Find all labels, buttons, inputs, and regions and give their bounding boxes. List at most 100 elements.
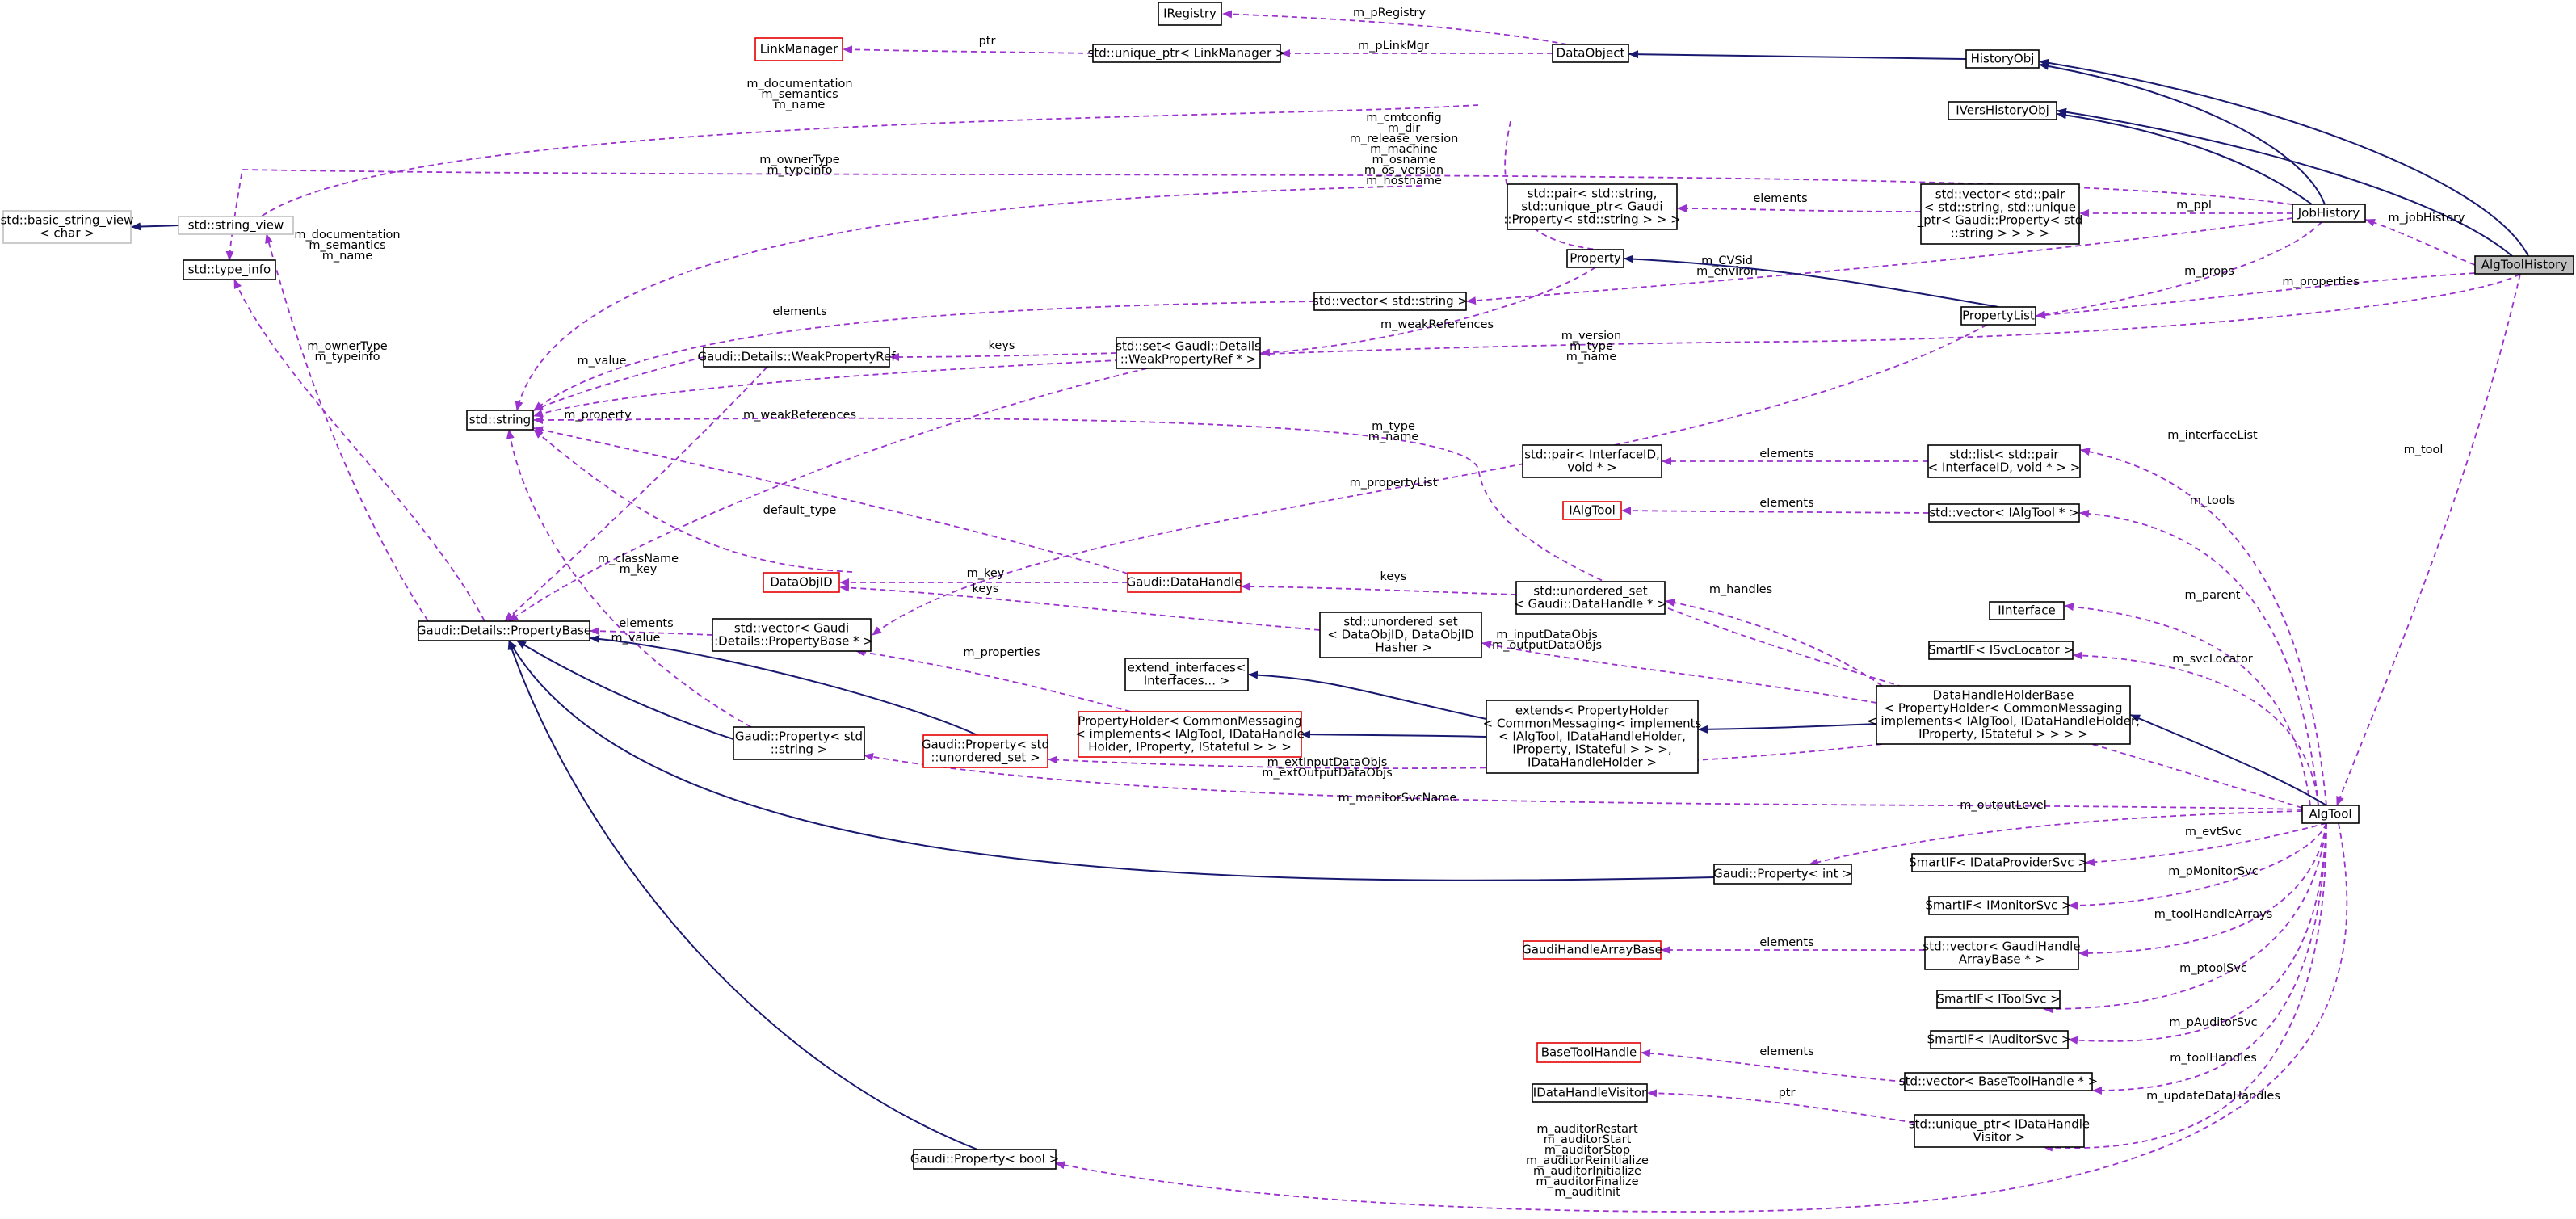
node-label: std::string bbox=[469, 413, 531, 427]
edge-label-13: m_ppl bbox=[2176, 199, 2212, 212]
node-box bbox=[2474, 255, 2574, 275]
class-node-dataobjid[interactable]: DataObjID bbox=[763, 572, 840, 593]
inheritance-edge-51 bbox=[590, 634, 978, 736]
class-node-propstringt[interactable]: Gaudi::Property< std::string > bbox=[733, 726, 865, 760]
class-node-basetoolhandle[interactable]: BaseToolHandle bbox=[1536, 1042, 1641, 1063]
edge-label-14: m_jobHistory bbox=[2388, 212, 2465, 225]
class-node-vecialgtool[interactable]: std::vector< IAlgTool * > bbox=[1928, 503, 2080, 523]
inheritance-edge-47 bbox=[1248, 670, 1487, 720]
class-node-extendinterfaces[interactable]: extend_interfaces<Interfaces... > bbox=[1124, 658, 1249, 691]
node-box bbox=[754, 37, 843, 61]
node-label: SmartIF< IAuditorSvc > bbox=[1927, 1032, 2072, 1047]
class-node-ialgtool[interactable]: IAlgTool bbox=[1562, 501, 1622, 520]
class-node-gaudidatahandle[interactable]: Gaudi::DataHandle bbox=[1127, 572, 1242, 593]
class-node-idatahandlevisitor[interactable]: IDataHandleVisitor bbox=[1532, 1083, 1648, 1103]
node-box bbox=[1532, 1083, 1648, 1103]
class-node-vecpropbase[interactable]: std::vector< Gaudi::Details::PropertyBas… bbox=[710, 618, 873, 652]
class-node-algtoolhistory[interactable]: AlgToolHistory bbox=[2474, 255, 2574, 275]
edge-label-37: m_key bbox=[967, 567, 1005, 580]
node-box bbox=[1928, 641, 2074, 660]
edge-label-63: elements bbox=[1759, 1045, 1813, 1058]
node-label: Property bbox=[1570, 251, 1621, 266]
node-label: PropertyList bbox=[1962, 309, 2035, 323]
class-node-setweak[interactable]: std::set< Gaudi::Details::WeakPropertyRe… bbox=[1116, 337, 1261, 369]
class-node-vecpair[interactable]: std::vector< std::pair< std::string, std… bbox=[1917, 183, 2083, 245]
class-node-pairinterfaceid[interactable]: std::pair< InterfaceID,void * > bbox=[1522, 444, 1662, 478]
node-label: SmartIF< IMonitorSvc > bbox=[1925, 898, 2071, 913]
node-label: std::unordered_set< Gaudi::DataHandle * … bbox=[1514, 584, 1667, 612]
class-node-propertyholder[interactable]: PropertyHolder< CommonMessaging< impleme… bbox=[1075, 711, 1305, 758]
class-node-typeinfo[interactable]: std::type_info bbox=[183, 259, 276, 280]
node-label: HistoryObj bbox=[1971, 52, 2035, 66]
class-node-smartitoolsvc[interactable]: SmartIF< IToolSvc > bbox=[1936, 990, 2061, 1009]
class-node-smartisvclocator[interactable]: SmartIF< ISvcLocator > bbox=[1928, 641, 2074, 660]
inheritance-edge-48 bbox=[1698, 723, 1877, 734]
class-node-smartimonitor[interactable]: SmartIF< IMonitorSvc > bbox=[1925, 896, 2072, 915]
class-node-algtool[interactable]: AlgTool bbox=[2301, 805, 2360, 824]
inheritance-edge-stringview bbox=[131, 222, 179, 231]
class-node-smartiauditor[interactable]: SmartIF< IAuditorSvc > bbox=[1927, 1030, 2072, 1049]
class-node-listpair[interactable]: std::list< std::pair< InterfaceID, void … bbox=[1927, 444, 2081, 478]
node-label: SmartIF< IToolSvc > bbox=[1936, 992, 2060, 1007]
class-node-propbool[interactable]: Gaudi::Property< bool > bbox=[910, 1149, 1059, 1170]
node-label: std::pair< std::string,std::unique_ptr< … bbox=[1503, 187, 1680, 227]
class-node-iregistry[interactable]: IRegistry bbox=[1158, 2, 1222, 26]
node-box bbox=[2, 210, 132, 244]
node-label: std::vector< BaseToolHandle * > bbox=[1899, 1074, 2098, 1089]
class-node-datahandleholderbase[interactable]: DataHandleHolderBase< PropertyHolder< Co… bbox=[1867, 685, 2140, 745]
usage-edge-19 bbox=[533, 301, 1315, 411]
class-node-pairstringup[interactable]: std::pair< std::string,std::unique_ptr< … bbox=[1503, 183, 1681, 230]
class-node-linkmanager[interactable]: LinkManager bbox=[754, 37, 843, 61]
edge-label-38: keys bbox=[1380, 570, 1407, 583]
class-node-basicstringview[interactable]: std::basic_string_view< char > bbox=[1, 210, 134, 244]
class-node-propertybase[interactable]: Gaudi::Details::PropertyBase bbox=[417, 620, 591, 641]
usage-edge-60 bbox=[2078, 822, 2327, 957]
class-node-historyobj[interactable]: HistoryObj bbox=[1965, 49, 2040, 69]
edge-label-39: keys bbox=[973, 582, 999, 595]
node-label: std::type_info bbox=[188, 263, 271, 278]
node-box bbox=[733, 726, 865, 760]
class-node-unorderedsetdh[interactable]: std::unordered_set< Gaudi::DataHandle * … bbox=[1514, 581, 1667, 615]
edge-label-21: keys bbox=[989, 339, 1015, 352]
class-node-propunorderedset[interactable]: Gaudi::Property< std::unordered_set > bbox=[922, 734, 1049, 768]
class-node-unorderedsetobjid[interactable]: std::unordered_set< DataObjID, DataObjID… bbox=[1319, 612, 1482, 658]
class-node-stdstring[interactable]: std::string bbox=[466, 410, 534, 431]
class-node-jobhistory[interactable]: JobHistory bbox=[2292, 204, 2366, 223]
class-node-uplinkmanager[interactable]: std::unique_ptr< LinkManager > bbox=[1088, 44, 1286, 63]
node-box bbox=[1924, 936, 2079, 970]
class-node-dataobject[interactable]: DataObject bbox=[1552, 44, 1629, 63]
class-node-property[interactable]: Property bbox=[1566, 249, 1624, 268]
class-node-stringview[interactable]: std::string_view bbox=[178, 216, 294, 235]
usage-edge-26 bbox=[504, 366, 768, 622]
usage-edge-24 bbox=[265, 233, 429, 622]
class-node-gaudihandlearraybase[interactable]: GaudiHandleArrayBase bbox=[1522, 940, 1662, 960]
node-box bbox=[703, 347, 890, 368]
class-node-ivershistoryobj[interactable]: IVersHistoryObj bbox=[1948, 101, 2057, 120]
class-node-propertylist[interactable]: PropertyList bbox=[1960, 306, 2036, 326]
class-node-weakpropertyref[interactable]: Gaudi::Details::WeakPropertyRef bbox=[697, 347, 896, 368]
edge-label-30: elements bbox=[1759, 448, 1813, 460]
usage-edge-57 bbox=[2085, 822, 2327, 867]
edge-label-27: m_weakReferences bbox=[743, 409, 856, 422]
usage-edge-62 bbox=[2068, 822, 2327, 1045]
class-node-extends[interactable]: extends< PropertyHolder< CommonMessaging… bbox=[1483, 700, 1702, 774]
class-node-propint[interactable]: Gaudi::Property< int > bbox=[1713, 864, 1852, 885]
class-node-smartidataprovider[interactable]: SmartIF< IDataProviderSvc > bbox=[1909, 853, 2088, 872]
node-box bbox=[1930, 1030, 2069, 1049]
edge-label-20: m_weakReferences bbox=[1380, 318, 1494, 331]
class-node-vecstring[interactable]: std::vector< std::string > bbox=[1313, 292, 1468, 311]
inheritance-edge-56 bbox=[508, 640, 1715, 881]
node-label: SmartIF< ISvcLocator > bbox=[1928, 643, 2074, 658]
node-label: std::vector< IAlgTool * > bbox=[1929, 506, 2078, 520]
node-label: std::unordered_set< DataObjID, DataObjID… bbox=[1327, 615, 1473, 656]
usage-edge-14 bbox=[2365, 218, 2476, 266]
inheritance-edge-4 bbox=[1628, 50, 1967, 60]
class-node-vecbasetoolhandle[interactable]: std::vector< BaseToolHandle * > bbox=[1899, 1072, 2098, 1091]
class-node-iinterface[interactable]: IInterface bbox=[1989, 601, 2065, 620]
